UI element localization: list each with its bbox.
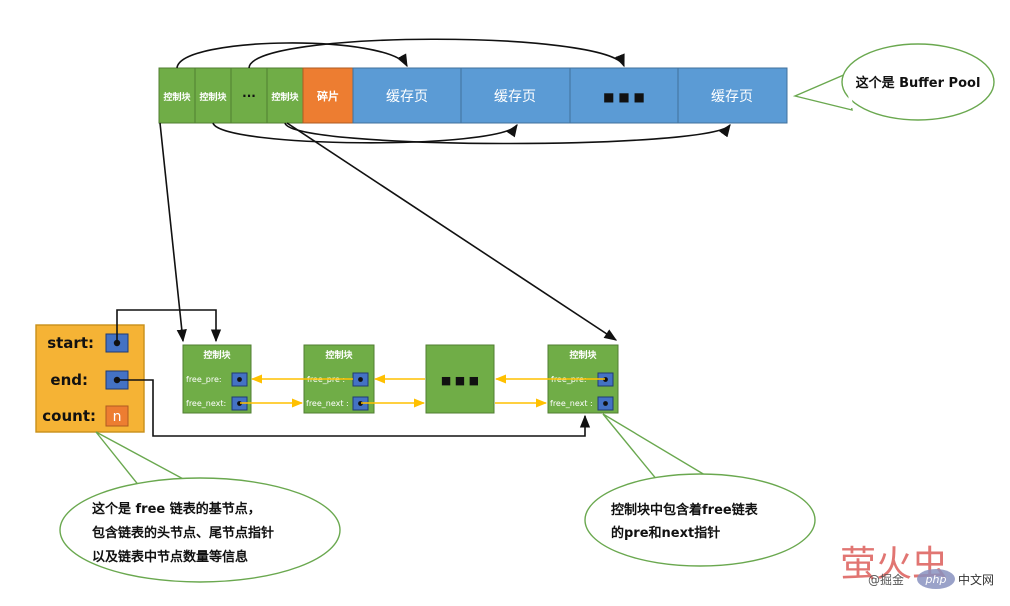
- buffer-pool-callout: 这个是 Buffer Pool: [792, 43, 995, 121]
- cache-page-2: [460, 67, 571, 124]
- free-node-1-next-label: free_next:: [186, 399, 226, 408]
- base-node: start: end: count: n: [35, 324, 145, 433]
- base-node-callout-line1: 这个是 free 链表的基节点，: [92, 501, 261, 517]
- fragment-label: 碎片: [317, 89, 339, 103]
- watermark: 萤火虫 @掘金 php 中文网: [840, 544, 994, 589]
- end-to-last-node: [117, 379, 591, 437]
- arc-cb2-to-page-ellipsis: [248, 38, 625, 69]
- cache-page-ellipsis-label: ■ ■ ■: [603, 90, 645, 104]
- start-label: start:: [47, 334, 94, 352]
- free-node-last-title: 控制块: [569, 349, 597, 361]
- control-block-ellipsis-label: ···: [242, 89, 256, 103]
- fragment-block: [302, 67, 354, 124]
- cache-page-3-label: 缓存页: [711, 89, 753, 105]
- count-value: n: [113, 409, 122, 425]
- control-block-callout: 控制块中包含着free链表 的pre和next指针: [584, 413, 816, 567]
- free-node-1-title: 控制块: [203, 349, 231, 361]
- control-block-3-label: 控制块: [271, 91, 299, 103]
- php-badge: [917, 569, 955, 589]
- mapping-arrows: [159, 122, 618, 343]
- free-list-links: [240, 374, 605, 408]
- control-block-callout-line1: 控制块中包含着free链表: [611, 502, 759, 518]
- upper-arcs: [176, 38, 625, 69]
- watermark-php: php: [925, 573, 947, 586]
- free-node-last-next-label: free_next :: [550, 399, 593, 408]
- count-box: [105, 405, 129, 427]
- free-node-ellipsis: [425, 344, 495, 414]
- free-node-1-pre-label: free_pre:: [186, 375, 222, 384]
- arc-cb1-to-page1: [176, 42, 408, 69]
- free-node-2-title: 控制块: [325, 349, 353, 361]
- cache-page-1-label: 缓存页: [386, 89, 428, 105]
- control-block-2: [194, 67, 232, 124]
- free-node-2-next-label: free_next :: [306, 399, 349, 408]
- base-node-callout-line2: 包含链表的头节点、尾节点指针: [92, 525, 274, 541]
- arrow-cb3-to-node-last: [286, 122, 618, 341]
- control-block-2-label: 控制块: [199, 91, 227, 103]
- lower-arcs: [212, 122, 731, 145]
- arc-cb3-to-page3: [284, 122, 731, 145]
- start-to-first-node: [116, 309, 222, 343]
- end-label: end:: [50, 371, 88, 389]
- control-block-1: [158, 67, 196, 124]
- free-node-ellipsis-label: ■ ■ ■: [441, 374, 479, 387]
- base-node-callout: 这个是 free 链表的基节点， 包含链表的头节点、尾节点指针 以及链表中节点数…: [59, 431, 341, 583]
- buffer-pool-callout-text: 这个是 Buffer Pool: [856, 75, 981, 91]
- buffer-pool: 控制块 控制块 ··· 控制块 碎片 缓存页 缓存页 ■ ■ ■ 缓存页: [158, 67, 788, 124]
- cache-page-1: [352, 67, 462, 124]
- control-block-callout-line2: 的pre和next指针: [611, 525, 720, 541]
- count-label: count:: [42, 407, 96, 425]
- cache-page-ellipsis: [569, 67, 679, 124]
- arc-cb2-to-page2: [212, 122, 518, 144]
- watermark-sub-right: 中文网: [958, 572, 994, 587]
- arrow-cb1-to-node1: [159, 122, 187, 343]
- cache-page-3: [677, 67, 788, 124]
- base-node-callout-line3: 以及链表中节点数量等信息: [92, 549, 248, 565]
- watermark-sub-left: @掘金: [868, 572, 904, 587]
- cache-page-2-label: 缓存页: [494, 89, 536, 105]
- control-block-1-label: 控制块: [163, 91, 191, 103]
